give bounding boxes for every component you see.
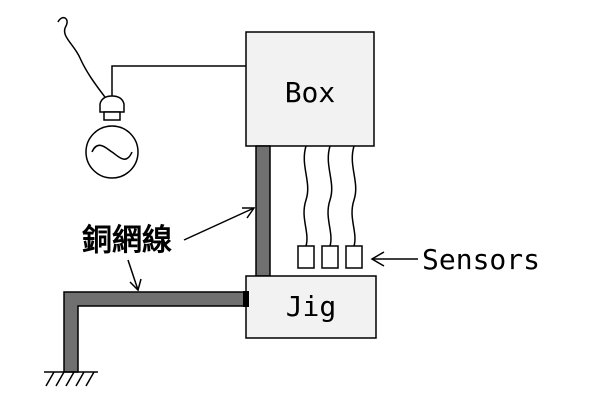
braid-label: 銅網線 <box>82 223 172 258</box>
sensor <box>321 245 339 269</box>
sensor <box>297 245 315 269</box>
braid-clamp <box>243 291 249 307</box>
box-power-wire <box>111 65 246 106</box>
sensors-label: Sensors <box>422 243 540 276</box>
jig-label: Jig <box>286 290 337 323</box>
braid-vertical <box>255 145 271 277</box>
box-label: Box <box>285 76 336 109</box>
jig <box>245 275 377 339</box>
light-bulb-icon <box>85 95 139 179</box>
lamp-cord <box>57 16 111 105</box>
sensors <box>297 245 363 269</box>
box <box>245 31 375 147</box>
braid-arrows <box>127 207 256 292</box>
braid-ground <box>63 291 247 373</box>
sensors-arrow <box>370 251 418 267</box>
sensor-wires <box>303 145 357 247</box>
sensor <box>345 245 363 269</box>
ground-symbol-icon <box>44 371 98 387</box>
